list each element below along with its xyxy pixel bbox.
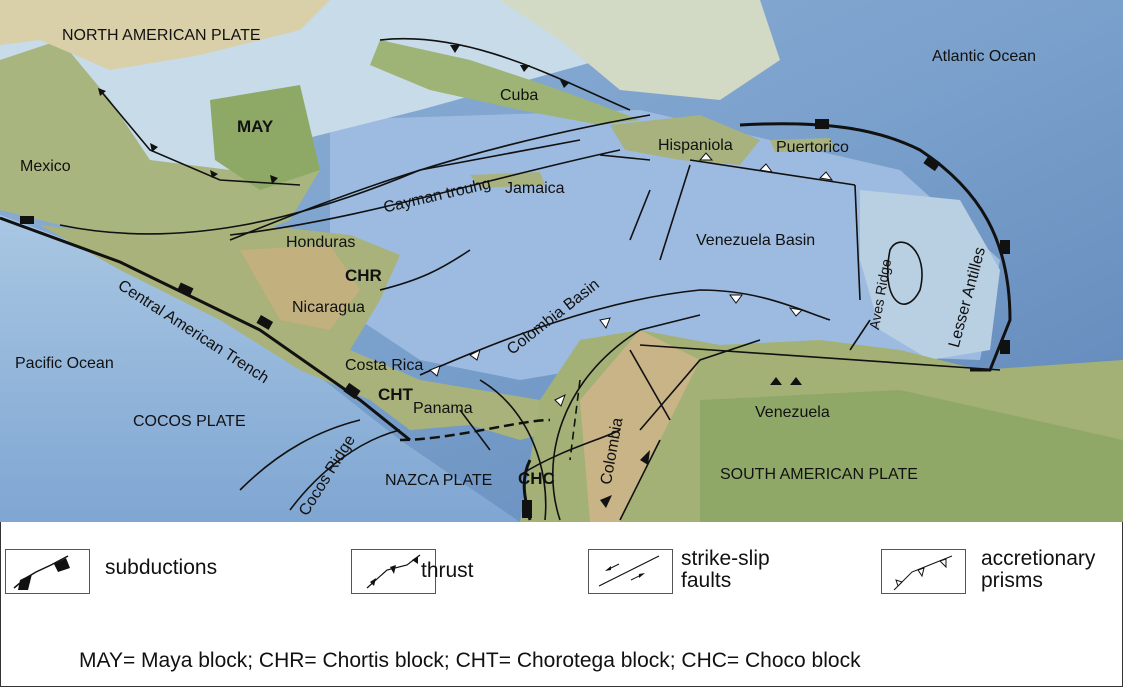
legend-thrust: thrust [421,559,474,582]
label-venezuela-basin: Venezuela Basin [696,232,816,249]
label-chr: CHR [345,266,382,285]
label-jamaica: Jamaica [505,180,565,197]
label-north-american-plate: NORTH AMERICAN PLATE [62,27,261,44]
label-chc: CHC [518,469,555,488]
label-cuba: Cuba [500,87,539,104]
accretionary-prism-symbol [881,549,966,594]
tectonic-map: NORTH AMERICAN PLATE Atlantic Ocean Cuba… [0,0,1123,522]
label-puertorico: Puertorico [776,139,849,156]
strike-slip-symbol [588,549,673,594]
legend-accretionary-line1: accretionary [981,547,1096,570]
land-cuba [370,40,640,125]
land-central-america [40,225,560,440]
label-costa-rica: Costa Rica [345,357,424,374]
label-cht: CHT [378,385,413,404]
thrust-symbol [351,549,436,594]
legend-footnote: MAY= Maya block; CHR= Chortis block; CHT… [79,649,861,672]
legend: subductions thrust strike-slip faults ac… [0,522,1123,687]
land-mexico [0,40,320,245]
label-nazca-plate: NAZCA PLATE [385,472,493,489]
map-graphic [0,0,1123,522]
label-south-american-plate: SOUTH AMERICAN PLATE [720,466,918,483]
legend-strike-slip-line1: strike-slip [681,547,770,570]
legend-subductions: subductions [105,556,218,579]
label-venezuela: Venezuela [755,404,830,421]
label-mexico: Mexico [20,158,71,175]
land-hispaniola [610,115,760,165]
label-honduras: Honduras [286,234,356,251]
legend-accretionary-line2: prisms [981,569,1043,592]
label-panama: Panama [413,400,473,417]
label-hispaniola: Hispaniola [658,137,733,154]
label-nicaragua: Nicaragua [292,299,365,316]
label-pacific-ocean: Pacific Ocean [15,355,114,372]
label-atlantic-ocean: Atlantic Ocean [932,48,1037,65]
label-cocos-plate: COCOS PLATE [133,413,246,430]
legend-strike-slip-line2: faults [681,569,732,592]
label-may: MAY [237,117,274,136]
subduction-symbol [5,549,90,594]
